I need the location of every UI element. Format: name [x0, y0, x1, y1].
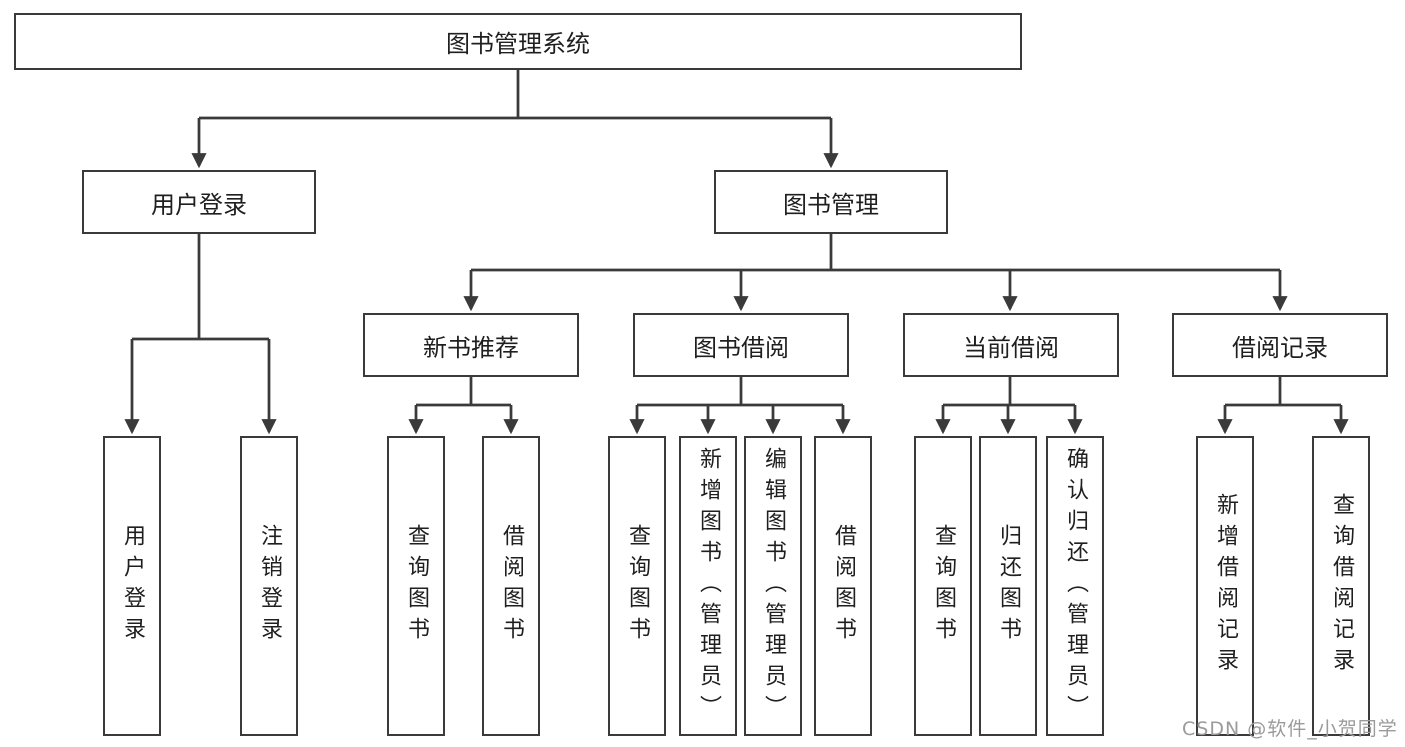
leaf-query-book-current: 查询图书 [914, 436, 972, 736]
connector-borrow-to-leaves [629, 377, 851, 435]
connector-root-to-level2 [191, 70, 839, 169]
node-new-book-recommend: 新书推荐 [363, 313, 579, 377]
leaf-query-borrow-record: 查询借阅记录 [1312, 436, 1370, 736]
leaf-logout: 注销登录 [240, 436, 298, 736]
leaf-label: 确认归还（管理员） [1063, 446, 1088, 726]
node-current-borrow: 当前借阅 [903, 313, 1119, 377]
connector-recommend-to-leaves [408, 377, 519, 435]
node-root-system: 图书管理系统 [14, 13, 1022, 70]
leaf-label: 注销登录 [257, 524, 282, 648]
leaf-user-login: 用户登录 [103, 436, 161, 736]
leaf-add-book-admin: 新增图书（管理员） [679, 436, 737, 736]
leaf-label: 查询图书 [931, 524, 956, 648]
leaf-query-book-recommend: 查询图书 [387, 436, 445, 736]
leaf-add-borrow-record: 新增借阅记录 [1196, 436, 1254, 736]
node-user-login: 用户登录 [82, 170, 316, 234]
leaf-query-book-borrow: 查询图书 [608, 436, 666, 736]
leaf-borrow-book-recommend: 借阅图书 [482, 436, 540, 736]
leaf-return-book: 归还图书 [979, 436, 1037, 736]
leaf-label: 查询借阅记录 [1329, 493, 1354, 679]
node-book-borrow: 图书借阅 [633, 313, 849, 377]
csdn-watermark: CSDN @软件_小贺同学 [1182, 718, 1398, 740]
leaf-confirm-return-admin: 确认归还（管理员） [1046, 436, 1104, 736]
leaf-label: 借阅图书 [499, 524, 524, 648]
leaf-label: 借阅图书 [831, 524, 856, 648]
connector-records-to-leaves [1217, 377, 1349, 435]
leaf-label: 查询图书 [625, 524, 650, 648]
leaf-label: 查询图书 [404, 524, 429, 648]
node-borrow-records: 借阅记录 [1172, 313, 1388, 377]
node-book-management: 图书管理 [714, 170, 948, 234]
leaf-label: 编辑图书（管理员） [761, 446, 786, 726]
leaf-label: 新增图书（管理员） [696, 446, 721, 726]
connector-bookmgmt-to-level3 [463, 234, 1288, 312]
leaf-edit-book-admin: 编辑图书（管理员） [744, 436, 802, 736]
leaf-label: 归还图书 [996, 524, 1021, 648]
leaf-label: 用户登录 [120, 524, 145, 648]
leaf-borrow-book: 借阅图书 [814, 436, 872, 736]
leaf-label: 新增借阅记录 [1213, 493, 1238, 679]
connector-current-to-leaves [935, 377, 1083, 435]
connector-userlogin-to-leaves [124, 234, 277, 435]
